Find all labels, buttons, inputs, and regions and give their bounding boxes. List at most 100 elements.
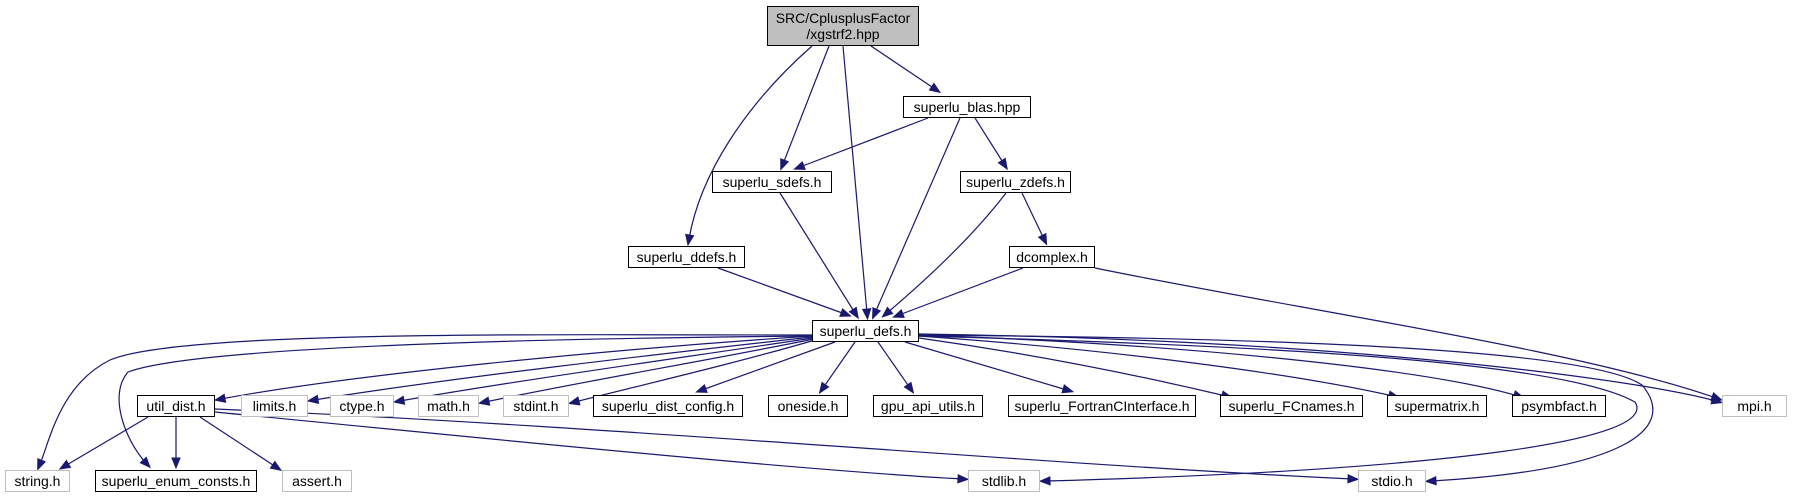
edge-line	[918, 334, 1654, 482]
node-label: util_dist.h	[146, 398, 206, 414]
arrowhead-icon	[58, 459, 72, 470]
edge-defs-to-gpu-api-utils	[877, 341, 915, 395]
edge-ddefs-to-defs	[717, 267, 852, 317]
node-superlu-enum-consts-h[interactable]: superlu_enum_consts.h	[95, 470, 257, 492]
edge-defs-to-enum-consts	[118, 335, 813, 469]
edge-line	[918, 335, 1394, 397]
node-label: dcomplex.h	[1016, 249, 1088, 265]
node-label: gpu_api_utils.h	[880, 398, 976, 414]
node-label: superlu_enum_consts.h	[101, 473, 251, 489]
edge-xgstrf2-to-superlu-defs	[842, 45, 872, 321]
node-dcomplex-h[interactable]: dcomplex.h	[1009, 246, 1095, 268]
edge-line	[717, 267, 846, 315]
node-mpi-h[interactable]: mpi.h	[1722, 395, 1787, 417]
node-ctype-h[interactable]: ctype.h	[330, 395, 394, 417]
edge-defs-to-stdlib	[918, 335, 1638, 486]
node-label: superlu_FortranCInterface.h	[1014, 398, 1190, 414]
edge-defs-to-math	[477, 338, 815, 406]
edge-line	[782, 45, 830, 165]
node-gpu-api-utils-h[interactable]: gpu_api_utils.h	[873, 395, 983, 417]
edge-line	[799, 117, 929, 168]
arrowhead-icon	[848, 306, 859, 320]
edge-line	[484, 338, 815, 403]
node-label: supermatrix.h	[1394, 398, 1480, 414]
edge-line	[918, 333, 1717, 402]
node-limits-h[interactable]: limits.h	[241, 395, 308, 417]
arrowhead-icon	[477, 396, 491, 406]
node-superlu-zdefs-h[interactable]: superlu_zdefs.h	[960, 171, 1071, 193]
node-label: superlu_defs.h	[819, 323, 912, 339]
arrowhead-icon	[881, 306, 894, 318]
arrowhead-icon	[306, 394, 320, 404]
edge-util-dist-to-stdio	[214, 408, 1360, 484]
node-superlu-blas-hpp[interactable]: superlu_blas.hpp	[903, 96, 1031, 118]
edge-line	[214, 408, 1353, 480]
node-util-dist-h[interactable]: util_dist.h	[137, 395, 215, 417]
node-label: ctype.h	[339, 398, 385, 414]
node-label: stdlib.h	[981, 473, 1027, 489]
arrowhead-icon	[139, 456, 151, 469]
edge-line	[874, 117, 961, 314]
node-label: assert.h	[292, 473, 342, 489]
edge-line	[399, 337, 814, 402]
node-label: mpi.h	[1737, 398, 1772, 414]
edge-zdefs-to-dcomplex	[1021, 192, 1048, 246]
node-superlu-sdefs-h[interactable]: superlu_sdefs.h	[712, 171, 832, 193]
arrowhead-icon	[1037, 232, 1048, 246]
node-string-h[interactable]: string.h	[5, 470, 70, 492]
edge-line	[886, 192, 1007, 314]
node-label: stdint.h	[513, 398, 559, 414]
edge-defs-to-ctype	[392, 337, 814, 405]
node-math-h[interactable]: math.h	[418, 395, 479, 417]
arrowhead-icon	[567, 396, 581, 406]
arrowhead-icon	[1061, 384, 1075, 394]
node-oneside-h[interactable]: oneside.h	[768, 395, 848, 417]
edge-defs-to-fortrancinterface	[904, 341, 1075, 394]
node-assert-h[interactable]: assert.h	[282, 470, 352, 492]
edge-line	[313, 336, 813, 401]
edge-dcomplex-to-defs	[892, 267, 1024, 318]
node-label: oneside.h	[777, 398, 839, 414]
node-stdlib-h[interactable]: stdlib.h	[968, 470, 1040, 492]
node-label: limits.h	[252, 398, 297, 414]
edge-line	[877, 341, 911, 389]
edge-blas-to-sdefs	[793, 117, 929, 170]
edge-line	[220, 335, 813, 400]
arrowhead-icon	[892, 308, 905, 318]
node-stdint-h[interactable]: stdint.h	[503, 395, 569, 417]
arrowhead-icon	[839, 308, 852, 317]
node-label: superlu_sdefs.h	[722, 174, 822, 190]
edge-line	[574, 339, 816, 403]
node-stdio-h[interactable]: stdio.h	[1358, 470, 1426, 492]
edge-line	[64, 416, 149, 467]
edge-defs-to-util-dist	[213, 335, 813, 403]
node-superlu-dist-config-h[interactable]: superlu_dist_config.h	[593, 395, 743, 417]
arrowhead-icon	[171, 457, 181, 470]
node-superlu-defs-h[interactable]: superlu_defs.h	[812, 320, 919, 342]
node-superlu-fortrancinterface-h[interactable]: superlu_FortranCInterface.h	[1008, 395, 1196, 417]
node-superlu-ddefs-h[interactable]: superlu_ddefs.h	[628, 246, 745, 268]
arrowhead-icon	[1038, 476, 1051, 486]
edge-zdefs-to-defs	[881, 192, 1007, 318]
edge-blas-to-zdefs	[974, 117, 1008, 171]
arrowhead-icon	[997, 157, 1008, 171]
edge-line	[214, 411, 963, 480]
arrowhead-icon	[1424, 476, 1437, 486]
edge-line	[199, 416, 277, 468]
node-superlu-fcnames-h[interactable]: superlu_FCnames.h	[1220, 395, 1363, 417]
edge-line	[39, 334, 813, 465]
arrowhead-icon	[269, 460, 283, 472]
node-xgstrf2-line1: SRC/CplusplusFactor	[775, 10, 911, 26]
arrowhead-icon	[872, 306, 882, 320]
node-xgstrf2-hpp[interactable]: SRC/CplusplusFactor /xgstrf2.hpp	[767, 6, 919, 46]
arrowhead-icon	[861, 308, 872, 321]
edge-line	[904, 341, 1068, 391]
edge-line	[118, 335, 813, 464]
node-label: math.h	[427, 398, 470, 414]
node-supermatrix-h[interactable]: supermatrix.h	[1387, 395, 1487, 417]
edge-util-dist-to-stdlib	[214, 411, 970, 484]
arrowhead-icon	[957, 474, 970, 484]
node-psymbfact-h[interactable]: psymbfact.h	[1512, 395, 1606, 417]
node-label: superlu_blas.hpp	[913, 99, 1021, 115]
